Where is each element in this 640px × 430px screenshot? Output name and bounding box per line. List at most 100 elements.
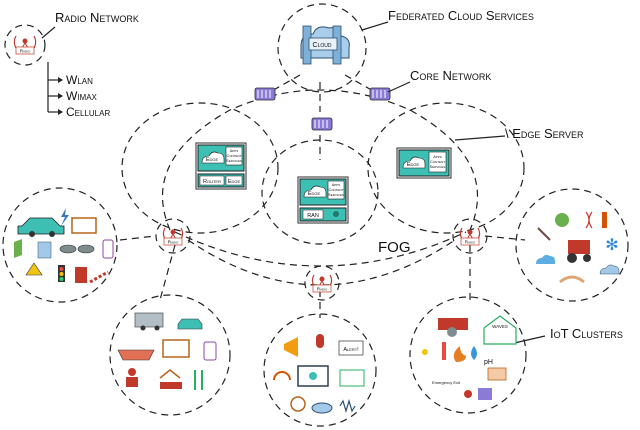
iot-clusters-title: IoT Clusters xyxy=(550,326,623,341)
shelter-icon xyxy=(159,369,181,379)
cluster-bottom-center: Alert! xyxy=(263,313,377,427)
radio-towers: Radio Radio Radio Radio xyxy=(4,24,488,301)
person-icon xyxy=(128,368,136,376)
cluster-bottom-right: WAVES ● pH Emergency Exit xyxy=(409,296,527,414)
location-pin-icon xyxy=(464,390,472,398)
car-icon xyxy=(17,217,65,235)
barrier-icon xyxy=(89,270,109,284)
fork-knife-icon xyxy=(194,370,203,390)
emergency-label: Emergency Exit xyxy=(432,380,461,385)
radio-tower-icon: Radio xyxy=(4,24,46,66)
cloud-label: Cloud xyxy=(313,42,332,49)
core-routers xyxy=(254,87,391,131)
battery-icon xyxy=(487,367,507,381)
edge-services: Services xyxy=(226,159,242,163)
truck-icon xyxy=(134,312,164,328)
edge-content: Content xyxy=(226,154,241,158)
laptop-icon xyxy=(71,217,97,234)
radio-label: Radio xyxy=(168,240,179,245)
radio-label: Radio xyxy=(20,49,31,54)
id-card-icon xyxy=(339,369,365,387)
edge-router: Router xyxy=(203,179,221,185)
edge-apps: Apps xyxy=(230,149,239,153)
radio-label: Radio xyxy=(317,287,328,292)
fire-icon xyxy=(453,346,466,362)
radio-list-connector xyxy=(47,62,63,115)
edge-content: Content xyxy=(328,188,343,192)
waves-label: WAVES xyxy=(492,324,508,329)
phone-icon xyxy=(102,239,114,259)
rain-cloud-icon xyxy=(536,254,555,264)
radio-label: Radio xyxy=(465,240,476,245)
edge-server-center: Edge Apps Content Services RAN xyxy=(297,176,349,224)
laptop-icon xyxy=(162,339,190,358)
radio-tower-icon: Radio xyxy=(452,218,488,254)
cluster-bottom-left xyxy=(109,294,231,416)
plant-icon xyxy=(555,213,569,227)
water-drop-icon xyxy=(471,346,477,360)
bed-icon xyxy=(160,382,182,389)
edge-apps: Apps xyxy=(433,155,442,159)
database-icon xyxy=(59,244,77,254)
edge-content: Content xyxy=(430,160,445,164)
radio-list-wlan: Wlan xyxy=(66,73,93,87)
weather-icon xyxy=(599,264,620,275)
ship-icon xyxy=(117,349,155,361)
edge-title: Edge xyxy=(308,191,321,197)
people-icon xyxy=(333,211,339,217)
fog-title: FOG xyxy=(378,239,411,256)
federated-cloud-title: Federated Cloud Services xyxy=(388,8,534,23)
snowflake-icon: ✻ xyxy=(605,237,618,254)
document-icon xyxy=(37,241,52,259)
edge-title: Edge xyxy=(407,162,420,168)
cloud-node: Cloud xyxy=(277,3,367,93)
microphone-icon xyxy=(316,334,324,348)
fingerprint-icon xyxy=(290,396,306,412)
test-tube-icon xyxy=(602,212,607,228)
charging-station-icon xyxy=(75,267,87,283)
edge-services: Services xyxy=(328,193,344,197)
router-icon xyxy=(254,87,276,101)
handshake-icon xyxy=(559,275,585,284)
warning-sign-icon xyxy=(25,262,43,276)
house-icon xyxy=(483,315,517,345)
tractor-icon xyxy=(568,240,590,254)
sound-wave-icon xyxy=(339,398,356,414)
radio-tower-icon: Radio xyxy=(304,265,340,301)
edge-services: Services xyxy=(430,165,446,169)
router-icon xyxy=(311,117,333,131)
thermometer-icon xyxy=(442,342,446,360)
label-leaders xyxy=(41,21,546,345)
alert-label: Alert! xyxy=(343,347,359,353)
lightning-icon xyxy=(61,208,69,226)
bulb-icon: ● xyxy=(421,343,429,359)
tablet-icon xyxy=(203,341,217,361)
radio-list-wimax: Wimax xyxy=(66,89,98,103)
megaphone-icon xyxy=(284,337,298,357)
radio-list-cellular: Cellular xyxy=(66,105,110,119)
core-network-title: Core Network xyxy=(410,68,491,83)
edge-server-right: Edge Apps Content Services xyxy=(396,147,452,179)
edge-server-title: \ Edge Server xyxy=(505,126,584,141)
cluster-right: ✻ xyxy=(515,188,629,302)
headphones-icon xyxy=(273,371,291,381)
edge-edge: Edge xyxy=(228,179,241,185)
edge-apps: Apps xyxy=(332,183,341,187)
radio-network-title: Radio Network xyxy=(55,10,139,25)
shovel-icon xyxy=(537,227,551,241)
edge-ran: RAN xyxy=(307,213,319,219)
dna-icon xyxy=(585,211,593,229)
ph-label: pH xyxy=(484,359,493,366)
server-rack-icon xyxy=(478,388,492,400)
edge-title: Edge xyxy=(206,157,219,163)
machine-icon xyxy=(438,318,468,330)
car-icon xyxy=(177,318,203,330)
connection-lines xyxy=(119,74,526,318)
radio-tower-icon: Radio xyxy=(155,218,191,254)
eye-icon xyxy=(311,402,333,414)
map-icon xyxy=(14,239,22,258)
edge-server-left: Edge Apps Content Services Router Edge xyxy=(195,142,247,190)
router-icon xyxy=(369,87,391,101)
cluster-left xyxy=(2,187,118,303)
